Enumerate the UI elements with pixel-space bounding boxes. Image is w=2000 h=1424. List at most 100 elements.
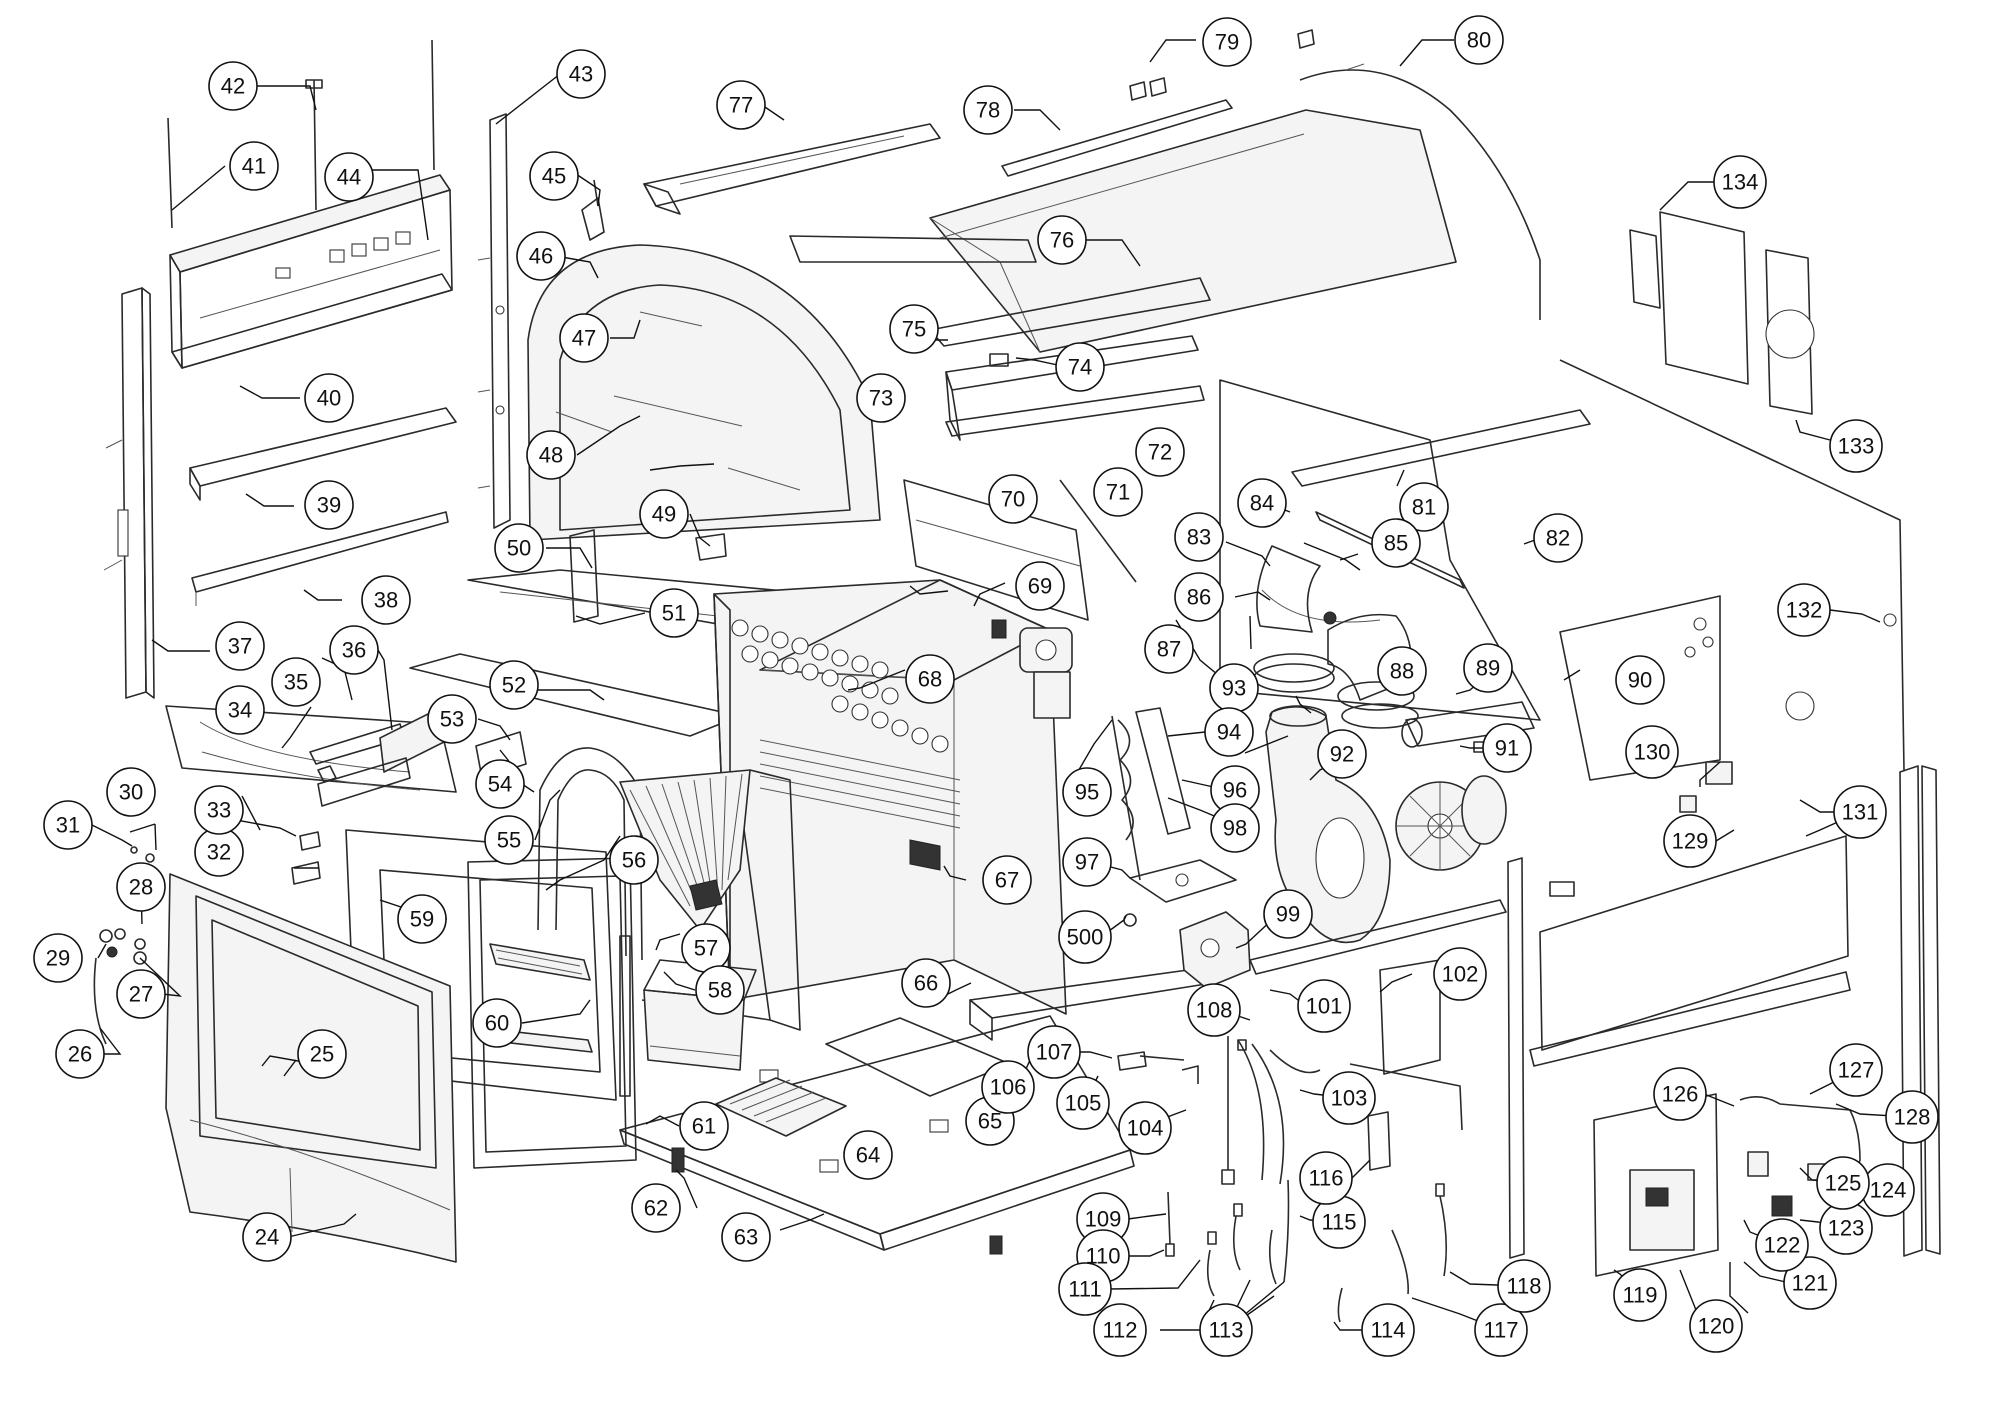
callout-73[interactable]: 73 xyxy=(856,373,906,423)
callout-119[interactable]: 119 xyxy=(1613,1268,1667,1322)
callout-107[interactable]: 107 xyxy=(1027,1025,1081,1079)
callout-70[interactable]: 70 xyxy=(988,474,1038,524)
callout-38[interactable]: 38 xyxy=(361,575,411,625)
callout-55[interactable]: 55 xyxy=(484,815,534,865)
callout-52[interactable]: 52 xyxy=(489,660,539,710)
callout-63[interactable]: 63 xyxy=(721,1212,771,1262)
callout-121[interactable]: 121 xyxy=(1783,1256,1837,1310)
callout-27[interactable]: 27 xyxy=(116,969,166,1019)
callout-33[interactable]: 33 xyxy=(194,785,244,835)
callout-67[interactable]: 67 xyxy=(982,855,1032,905)
callout-106[interactable]: 106 xyxy=(981,1060,1035,1114)
callout-40[interactable]: 40 xyxy=(304,373,354,423)
callout-117[interactable]: 117 xyxy=(1474,1303,1528,1357)
callout-114[interactable]: 114 xyxy=(1361,1303,1415,1357)
callout-87[interactable]: 87 xyxy=(1144,624,1194,674)
callout-74[interactable]: 74 xyxy=(1055,342,1105,392)
callout-102[interactable]: 102 xyxy=(1433,947,1487,1001)
callout-36[interactable]: 36 xyxy=(329,625,379,675)
callout-54[interactable]: 54 xyxy=(475,759,525,809)
callout-79[interactable]: 79 xyxy=(1202,17,1252,67)
callout-44[interactable]: 44 xyxy=(324,152,374,202)
callout-113[interactable]: 113 xyxy=(1199,1303,1253,1357)
callout-78[interactable]: 78 xyxy=(963,85,1013,135)
callout-53[interactable]: 53 xyxy=(427,694,477,744)
callout-105[interactable]: 105 xyxy=(1056,1076,1110,1130)
callout-43[interactable]: 43 xyxy=(556,49,606,99)
callout-101[interactable]: 101 xyxy=(1297,979,1351,1033)
callout-116[interactable]: 116 xyxy=(1299,1151,1353,1205)
callout-84[interactable]: 84 xyxy=(1237,478,1287,528)
callout-75[interactable]: 75 xyxy=(889,304,939,354)
callout-37[interactable]: 37 xyxy=(215,621,265,671)
callout-68[interactable]: 68 xyxy=(905,654,955,704)
callout-66[interactable]: 66 xyxy=(901,958,951,1008)
callout-133[interactable]: 133 xyxy=(1829,419,1883,473)
callout-115[interactable]: 115 xyxy=(1312,1195,1366,1249)
callout-76[interactable]: 76 xyxy=(1037,215,1087,265)
callout-42[interactable]: 42 xyxy=(208,61,258,111)
callout-30[interactable]: 30 xyxy=(106,767,156,817)
callout-125[interactable]: 125 xyxy=(1816,1156,1870,1210)
callout-59[interactable]: 59 xyxy=(397,894,447,944)
callout-89[interactable]: 89 xyxy=(1463,643,1513,693)
callout-24[interactable]: 24 xyxy=(242,1212,292,1262)
callout-93[interactable]: 93 xyxy=(1209,663,1259,713)
callout-128[interactable]: 128 xyxy=(1885,1090,1939,1144)
callout-123[interactable]: 123 xyxy=(1819,1201,1873,1255)
callout-49[interactable]: 49 xyxy=(639,489,689,539)
callout-132[interactable]: 132 xyxy=(1777,583,1831,637)
callout-98[interactable]: 98 xyxy=(1210,803,1260,853)
callout-48[interactable]: 48 xyxy=(526,430,576,480)
callout-50[interactable]: 50 xyxy=(494,523,544,573)
callout-69[interactable]: 69 xyxy=(1015,561,1065,611)
callout-47[interactable]: 47 xyxy=(559,313,609,363)
callout-91[interactable]: 91 xyxy=(1482,723,1532,773)
callout-45[interactable]: 45 xyxy=(529,151,579,201)
callout-31[interactable]: 31 xyxy=(43,800,93,850)
callout-129[interactable]: 129 xyxy=(1663,814,1717,868)
callout-51[interactable]: 51 xyxy=(649,588,699,638)
callout-28[interactable]: 28 xyxy=(116,862,166,912)
callout-26[interactable]: 26 xyxy=(55,1029,105,1079)
callout-109[interactable]: 109 xyxy=(1076,1192,1130,1246)
callout-134[interactable]: 134 xyxy=(1713,155,1767,209)
callout-71[interactable]: 71 xyxy=(1093,467,1143,517)
callout-86[interactable]: 86 xyxy=(1174,572,1224,622)
callout-130[interactable]: 130 xyxy=(1625,725,1679,779)
callout-61[interactable]: 61 xyxy=(679,1101,729,1151)
callout-77[interactable]: 77 xyxy=(716,80,766,130)
callout-90[interactable]: 90 xyxy=(1615,655,1665,705)
callout-92[interactable]: 92 xyxy=(1317,729,1367,779)
callout-25[interactable]: 25 xyxy=(297,1029,347,1079)
callout-58[interactable]: 58 xyxy=(695,965,745,1015)
callout-60[interactable]: 60 xyxy=(472,998,522,1048)
callout-88[interactable]: 88 xyxy=(1377,646,1427,696)
callout-94[interactable]: 94 xyxy=(1204,707,1254,757)
callout-103[interactable]: 103 xyxy=(1322,1071,1376,1125)
callout-99[interactable]: 99 xyxy=(1263,889,1313,939)
callout-83[interactable]: 83 xyxy=(1174,512,1224,562)
callout-29[interactable]: 29 xyxy=(33,933,83,983)
callout-56[interactable]: 56 xyxy=(609,835,659,885)
callout-32[interactable]: 32 xyxy=(194,827,244,877)
callout-126[interactable]: 126 xyxy=(1653,1067,1707,1121)
callout-82[interactable]: 82 xyxy=(1533,513,1583,563)
callout-34[interactable]: 34 xyxy=(215,685,265,735)
callout-72[interactable]: 72 xyxy=(1135,427,1185,477)
callout-41[interactable]: 41 xyxy=(229,141,279,191)
callout-62[interactable]: 62 xyxy=(631,1183,681,1233)
callout-80[interactable]: 80 xyxy=(1454,15,1504,65)
callout-64[interactable]: 64 xyxy=(843,1130,893,1180)
callout-120[interactable]: 120 xyxy=(1689,1299,1743,1353)
callout-35[interactable]: 35 xyxy=(271,657,321,707)
callout-118[interactable]: 118 xyxy=(1497,1259,1551,1313)
callout-127[interactable]: 127 xyxy=(1829,1043,1883,1097)
callout-95[interactable]: 95 xyxy=(1062,767,1112,817)
callout-124[interactable]: 124 xyxy=(1861,1163,1915,1217)
callout-39[interactable]: 39 xyxy=(304,480,354,530)
callout-500[interactable]: 500 xyxy=(1058,910,1112,964)
callout-104[interactable]: 104 xyxy=(1118,1101,1172,1155)
callout-57[interactable]: 57 xyxy=(681,923,731,973)
callout-131[interactable]: 131 xyxy=(1833,785,1887,839)
